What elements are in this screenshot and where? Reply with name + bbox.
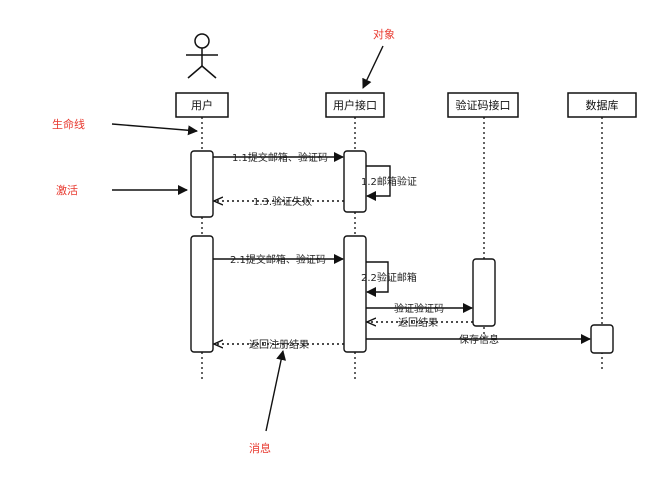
activation-bars (190, 150, 614, 354)
message-1-2-arrow (366, 165, 391, 201)
message-arrows (213, 152, 591, 344)
message-return-register-label: 返回注册结果 (249, 338, 309, 351)
activation-captcha (472, 258, 496, 327)
lifeline-captcha-api: 验证码接口 (447, 92, 519, 118)
lifeline-user-api: 用户接口 (325, 92, 385, 118)
activation-user-2 (190, 235, 214, 353)
activation-db (590, 324, 614, 354)
activation-api-1 (343, 150, 367, 213)
message-return-result-label: 返回结果 (398, 316, 438, 329)
message-1-1-label: 1.1提交邮箱、验证码 (232, 151, 328, 164)
annotation-activation: 激活 (56, 183, 78, 197)
annotation-lifeline: 生命线 (52, 117, 85, 131)
message-verify-captcha-label: 验证验证码 (394, 302, 444, 315)
lifeline-db: 数据库 (567, 92, 637, 118)
annotation-pointers (111, 45, 384, 432)
object-pointer-arrow (362, 45, 384, 89)
message-1-2-label: 1.2邮箱验证 (361, 175, 417, 188)
message-save-info-label: 保存信息 (459, 333, 499, 346)
activation-api-2 (343, 235, 367, 353)
lifeline-pointer-arrow (111, 123, 198, 136)
annotation-object: 对象 (373, 27, 395, 41)
actor-figure-icon (186, 33, 218, 79)
annotation-message: 消息 (249, 441, 271, 455)
message-1-3-label: 1.3.验证失败 (253, 195, 312, 208)
message-2-1-label: 2.1提交邮箱、验证码 (230, 253, 326, 266)
message-pointer-arrow (265, 350, 287, 432)
lifeline-label-captcha-api: 验证码接口 (456, 98, 511, 112)
activation-user-1 (190, 150, 214, 218)
lifeline-label-user-api: 用户接口 (333, 98, 377, 112)
lifeline-user: 用户 (175, 92, 229, 118)
message-2-2-label: 2.2验证邮箱 (361, 271, 417, 284)
message-2-2-arrow (366, 261, 389, 297)
lifeline-label-db: 数据库 (586, 98, 619, 112)
lifeline-label-user: 用户 (191, 98, 213, 112)
